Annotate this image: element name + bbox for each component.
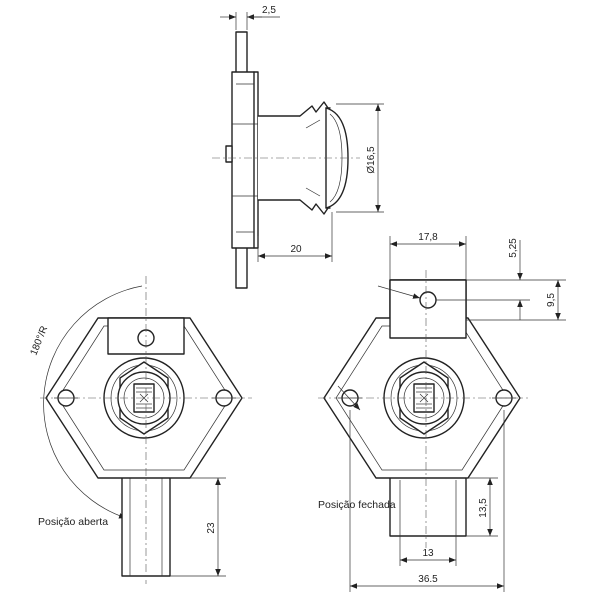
rear-stub <box>225 145 233 163</box>
front-view-open: 180°/R 23 <box>29 276 252 584</box>
dim-cam-width: 17,8 <box>418 232 438 243</box>
dim-cam-extension-open: 23 <box>206 522 217 534</box>
side-view: 2,5 Ø16,5 20 <box>212 5 384 289</box>
dim-cylinder-diameter: Ø16,5 <box>366 146 377 174</box>
dim-flange-thickness: 2,5 <box>262 5 276 16</box>
front-view-closed: 17,8 5,25 9,5 13,5 13 36.5 Posição fec <box>318 232 566 592</box>
dim-hole-to-top: 5,25 <box>508 238 519 258</box>
label-open-position: Posição aberta <box>38 516 108 528</box>
label-closed-position: Posição fechada <box>318 499 396 511</box>
dim-cylinder-length: 20 <box>290 244 302 255</box>
dim-hole-spacing: 9,5 <box>546 293 557 307</box>
body-block <box>231 71 255 249</box>
dim-rotation: 180°/R <box>29 325 51 358</box>
rotation-arc <box>43 285 143 519</box>
dim-cam-extension-closed: 13,5 <box>478 498 489 518</box>
dim-cam-width-bottom: 13 <box>422 548 434 559</box>
dim-overall-width: 36.5 <box>418 574 438 585</box>
